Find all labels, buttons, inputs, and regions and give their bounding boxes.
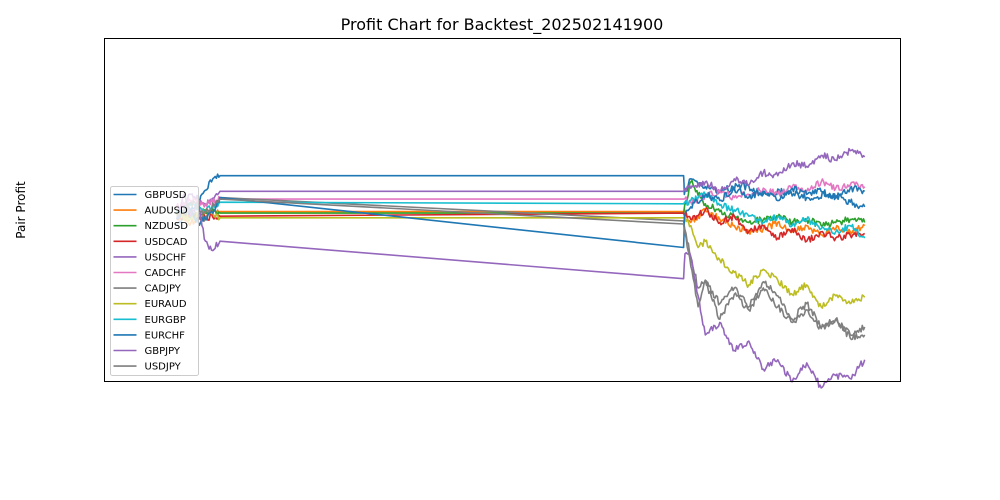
legend-label-cadjpy: CADJPY: [145, 284, 182, 295]
legend-label-usdcad: USDCAD: [145, 237, 188, 248]
series-line-cadchf: [175, 178, 866, 210]
series-line-eurchf: [175, 185, 866, 249]
legend-frame: [110, 186, 199, 376]
plot-area-frame: [104, 38, 901, 382]
legend-label-eurchf: EURCHF: [145, 330, 186, 341]
legend-label-euraud: EURAUD: [145, 299, 187, 310]
y-axis-label: Pair Profit: [14, 181, 28, 239]
legend-label-nzdusd: NZDUSD: [145, 221, 189, 232]
series-line-euraud: [175, 208, 866, 309]
series-line-usdchf: [175, 147, 866, 216]
legend-label-cadchf: CADCHF: [145, 268, 187, 279]
series-line-eurgbp: [175, 191, 866, 239]
legend: GBPUSD AUDUSD NZDUSD USDCAD USDCHF CADCHF CADJ…: [110, 186, 199, 376]
legend-label-usdjpy: USDJPY: [145, 362, 182, 373]
legend-label-gbpjpy: GBPJPY: [145, 346, 181, 357]
legend-label-usdchf: USDCHF: [145, 252, 187, 263]
series-line-usdjpy: [176, 198, 866, 341]
chart-title: Profit Chart for Backtest_202502141900: [341, 15, 664, 35]
legend-label-audusd: AUDUSD: [145, 206, 189, 217]
series-line-usdcad: [176, 207, 866, 243]
legend-label-gbpusd: GBPUSD: [145, 190, 187, 201]
legend-label-eurgbp: EURGBP: [145, 315, 186, 326]
